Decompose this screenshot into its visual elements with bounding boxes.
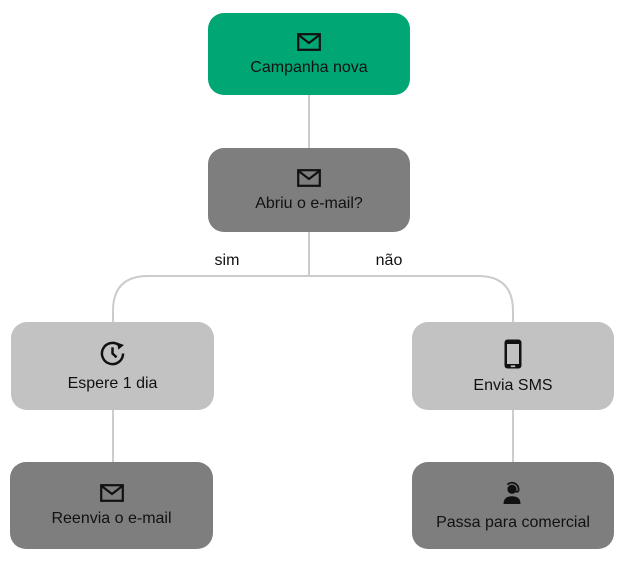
branch-label-nao: não (375, 252, 403, 269)
node-reenvia-email[interactable]: Reenvia o e-mail (10, 462, 213, 549)
node-passa-para-comercial[interactable]: Passa para comercial (412, 462, 614, 549)
node-campanha-nova[interactable]: Campanha nova (208, 13, 410, 95)
node-label: Envia SMS (473, 376, 553, 394)
mail-icon (99, 484, 124, 502)
edge-abriu-envia (309, 275, 514, 322)
node-label: Espere 1 dia (67, 375, 158, 392)
node-abriu-email[interactable]: Abriu o e-mail? (208, 148, 410, 232)
branch-label-sim: sim (214, 252, 240, 269)
node-envia-sms[interactable]: Envia SMS (412, 322, 614, 410)
node-label: Abriu o e-mail? (255, 194, 363, 212)
node-label: Campanha nova (250, 58, 368, 76)
support-person-icon (499, 480, 527, 506)
edge-abriu-espere (112, 275, 309, 322)
mail-icon (297, 32, 321, 51)
mail-icon (297, 168, 321, 187)
node-label: Passa para comercial (436, 514, 590, 531)
node-label: Reenvia o e-mail (51, 510, 172, 527)
smartphone-icon (504, 339, 522, 369)
clock-update-icon (99, 340, 126, 367)
node-espere-1-dia[interactable]: Espere 1 dia (11, 322, 214, 410)
